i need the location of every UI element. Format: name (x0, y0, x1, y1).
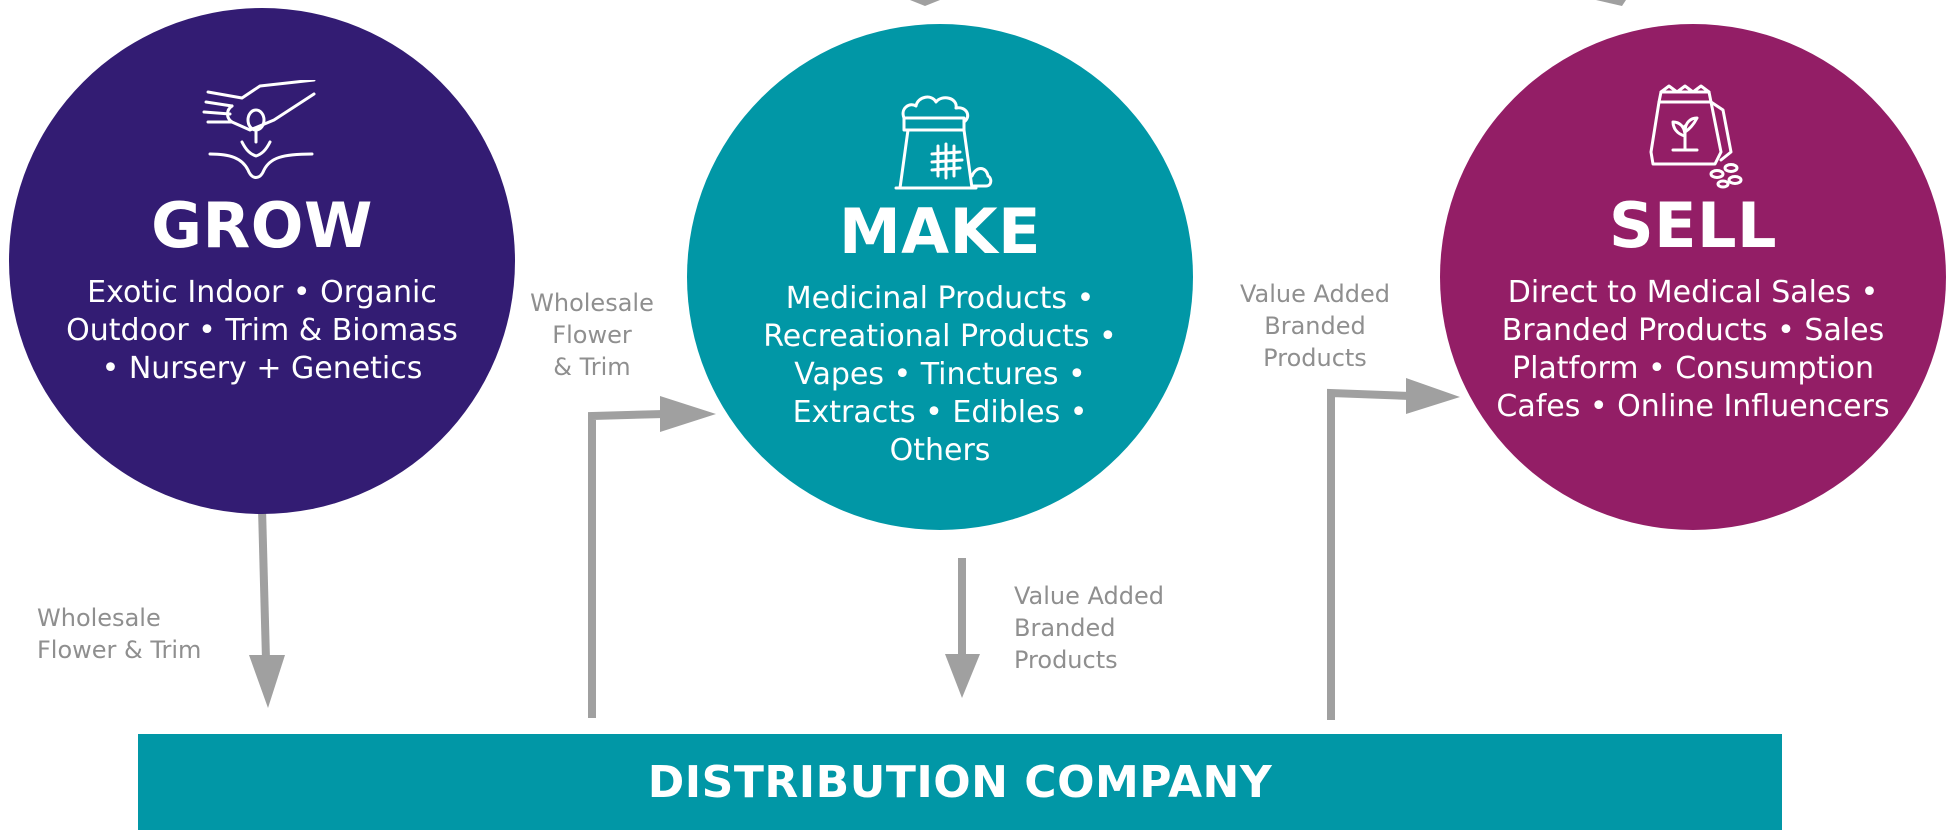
arrowhead-distribution-to-sell (1406, 378, 1460, 414)
arrow-distribution-to-sell (1327, 388, 1411, 720)
grow-circle: GROW Exotic Indoor • Organic Outdoor • T… (9, 8, 515, 514)
arrow-grow-to-distribution (258, 507, 270, 661)
seed-packet-icon (1633, 80, 1753, 190)
arrowhead-top-right (1596, 0, 1626, 6)
make-title: MAKE (838, 195, 1042, 268)
hand-planting-seed-icon (202, 80, 322, 190)
make-circle: MAKE Medicinal Products • Recreational P… (687, 24, 1193, 530)
sell-title: SELL (1608, 189, 1778, 262)
sell-circle: SELL Direct to Medical Sales • Branded P… (1440, 24, 1946, 530)
flow-label-distribution-to-sell: Value Added Branded Products (1240, 280, 1390, 372)
flow-label-make-to-distribution: Value Added Branded Products (1014, 582, 1164, 674)
arrowhead-grow-to-distribution (249, 655, 285, 708)
arrowhead-top-left (910, 0, 940, 6)
sell-description: Direct to Medical Sales • Branded Produc… (1496, 275, 1890, 424)
flow-label-distribution-to-make: Wholesale Flower & Trim (530, 289, 654, 381)
distribution-company-bar: DISTRIBUTION COMPANY (138, 734, 1782, 830)
flow-label-grow-to-distribution: Wholesale Flower & Trim (37, 604, 202, 664)
arrow-distribution-to-make (588, 410, 665, 718)
arrowhead-distribution-to-make (660, 396, 716, 432)
sack-of-product-icon (880, 86, 1000, 196)
grow-title: GROW (151, 189, 373, 262)
arrowhead-make-to-distribution (945, 654, 980, 698)
grow-description: Exotic Indoor • Organic Outdoor • Trim &… (66, 275, 458, 386)
distribution-company-title: DISTRIBUTION COMPANY (647, 756, 1273, 808)
make-description: Medicinal Products • Recreational Produc… (763, 281, 1117, 468)
